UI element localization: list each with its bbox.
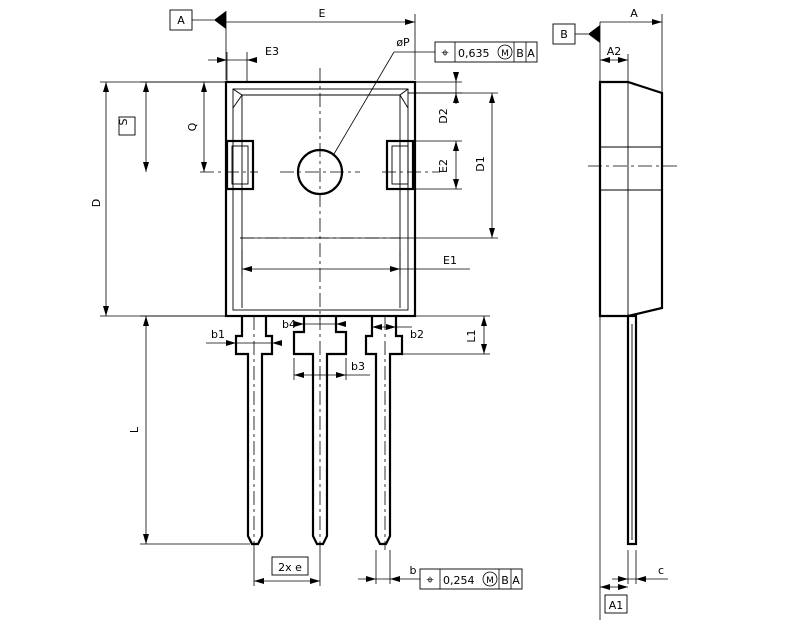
heat-tab-outline: [232, 88, 409, 308]
right-notch: [385, 139, 415, 191]
dimension-e2-label: E2: [437, 159, 450, 173]
front-view: A E E3 øP: [90, 7, 538, 590]
package-body-outline: [224, 80, 417, 318]
dimension-a-label: A: [630, 7, 638, 20]
dimension-b4: b4: [282, 318, 346, 331]
dimension-a2: A2: [600, 45, 629, 82]
dimension-c-label: c: [658, 564, 664, 577]
lead-tolerance-value: 0,254: [443, 574, 475, 587]
hole-tolerance-datum-2: A: [527, 47, 535, 60]
hole-tolerance-symbol: ⌖: [441, 46, 449, 61]
dimension-b1-label: b1: [211, 328, 225, 341]
dimension-e2: E2: [413, 140, 462, 190]
dimension-d1-label: D1: [474, 156, 487, 171]
side-body-outline: [598, 80, 664, 318]
dimension-a1-label: A1: [609, 599, 624, 612]
dimension-d2-label: D2: [437, 108, 450, 123]
dimension-a1: A1: [599, 316, 628, 620]
lead-tolerance-datum-1: B: [501, 574, 509, 587]
side-view: B A A2 c: [552, 7, 680, 620]
lead-tolerance-modifier: M: [486, 576, 494, 586]
dimension-e3: E3: [208, 45, 279, 82]
dimension-p-label: øP: [396, 36, 410, 49]
lead-tolerance-datum-2: A: [512, 574, 520, 587]
dimension-l: L: [128, 315, 250, 545]
package-body-inner-outline: [232, 88, 409, 311]
dimension-e3-label: E3: [265, 45, 279, 58]
dimension-l1: L1: [402, 315, 490, 355]
lead-3: [364, 316, 404, 550]
dimension-c: c: [612, 550, 668, 584]
dimension-e1-label: E1: [443, 254, 457, 267]
dimension-a2-label: A2: [607, 45, 622, 58]
dimension-e1: E1: [241, 250, 470, 275]
lead-2: [292, 316, 348, 550]
lead-1: [234, 316, 274, 550]
dimension-e-pitch: 2x e: [253, 550, 321, 586]
dimension-e: E: [226, 7, 416, 80]
datum-a-flag: A: [169, 9, 227, 80]
datum-b-label: B: [560, 28, 568, 41]
dimension-q-label: Q: [186, 122, 199, 131]
dimension-d-label: D: [90, 199, 103, 207]
lead-tolerance-symbol: ⌖: [426, 573, 434, 588]
lead-position-tolerance-frame: ⌖ 0,254 M B A: [419, 568, 523, 590]
dimension-q: Q: [186, 82, 207, 172]
hole-tolerance-modifier: M: [501, 49, 509, 59]
dimension-b3-label: b3: [351, 360, 365, 373]
dimension-e-label: E: [319, 7, 326, 20]
dimension-b2: b2: [372, 324, 424, 341]
hole-tolerance-value: 0,635: [458, 47, 490, 60]
dimension-b2-label: b2: [410, 328, 424, 341]
hole-tolerance-datum-1: B: [516, 47, 524, 60]
datum-a-label: A: [177, 14, 185, 27]
dimension-b-label: b: [410, 564, 417, 577]
left-notch: [225, 139, 255, 191]
dimension-b4-label: b4: [282, 318, 296, 331]
side-lead: [626, 314, 638, 546]
dimension-l1-label: L1: [465, 329, 478, 342]
dimension-l-label: L: [128, 426, 141, 433]
hole-diameter-callout: øP: [333, 36, 435, 155]
dimension-b1: b1: [206, 328, 282, 346]
dimension-b3: b3: [293, 358, 370, 380]
datum-b-flag: B: [552, 22, 601, 82]
dimension-d2: D2: [408, 72, 462, 124]
dimension-d1: D1: [240, 92, 498, 239]
dimension-e-pitch-label: 2x e: [278, 561, 302, 574]
dimension-d: D: [90, 81, 226, 317]
dimension-b: b: [358, 550, 420, 584]
hole-position-tolerance-frame: ⌖ 0,635 M B A: [434, 41, 538, 63]
dimension-s: S: [117, 81, 226, 172]
dimension-s-label: S: [117, 118, 130, 125]
dimension-a: A: [600, 7, 663, 93]
